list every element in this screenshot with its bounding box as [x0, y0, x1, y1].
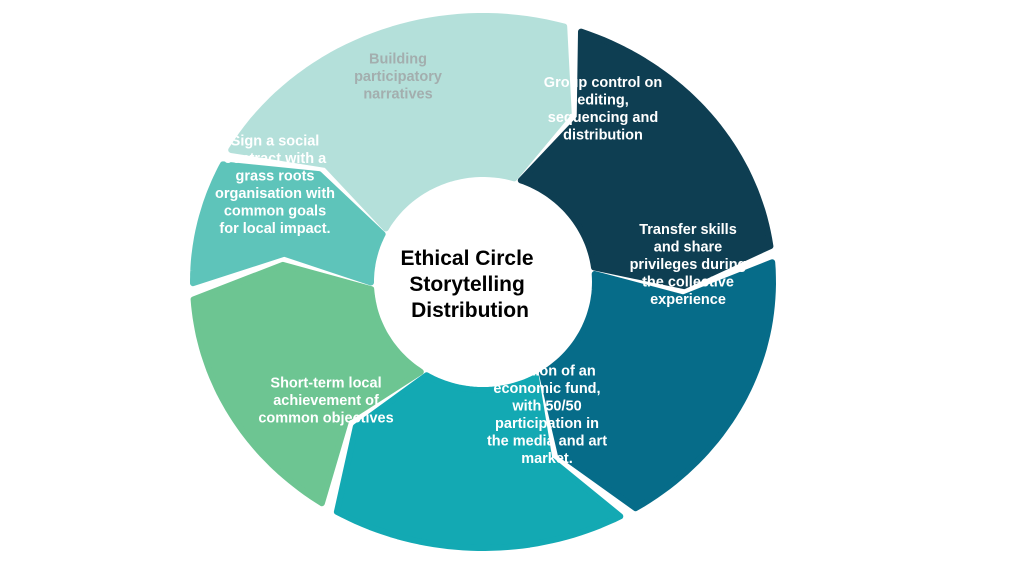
segment-label-line: common goals: [224, 203, 326, 219]
segment-group-control: [517, 28, 774, 290]
segment-short-term-achievement: [190, 261, 424, 507]
segment-label-line: Creation of an: [498, 363, 595, 379]
segment-transfer-skills: [538, 259, 776, 512]
segment-label-line: distribution: [563, 127, 643, 143]
center-title-line-2: Storytelling: [409, 273, 525, 296]
segment-label-line: Building: [369, 52, 427, 68]
segment-label-line: with 50/50: [511, 398, 581, 414]
segment-label-line: market.: [521, 451, 573, 467]
segment-label-line: grass roots: [236, 168, 315, 184]
segment-label-line: Short-term local: [270, 376, 381, 392]
segment-label-line: achievement of: [273, 393, 379, 409]
segment-label-line: experience: [650, 292, 726, 308]
segment-economic-fund: [333, 372, 624, 551]
segment-label-line: the collective: [642, 275, 734, 291]
segment-label-line: sequencing and: [548, 110, 658, 126]
segment-social-contract: [190, 161, 386, 287]
segments-layer: [190, 13, 776, 551]
segment-label-line: Sign a social: [231, 133, 320, 149]
segment-label-line: organisation with: [215, 186, 335, 202]
segment-label-line: Transfer skills: [639, 222, 737, 238]
segment-label-line: economic fund,: [493, 381, 600, 397]
segment-label-line: participation in: [495, 416, 599, 432]
segment-label-line: for local impact.: [219, 221, 330, 237]
segment-label-line: contract with a: [224, 151, 327, 167]
segment-label-line: narratives: [363, 87, 432, 103]
segment-label-line: Group control on: [544, 75, 662, 91]
segment-label-line: privileges during: [630, 257, 747, 273]
segment-label-line: the media and art: [487, 433, 607, 449]
segment-label-economic-fund: Creation of an economic fund,with 50/50 pa…: [487, 363, 607, 467]
center-title-line-1: Ethical Circle: [401, 247, 534, 270]
segment-building-participatory-narratives: [228, 13, 572, 232]
segment-label-line: editing,: [577, 92, 629, 108]
segment-label-line: participatory: [354, 69, 442, 85]
center-title: Ethical Circle Storytelling Distribution: [401, 247, 540, 322]
segment-label-line: common objectives: [258, 411, 393, 427]
center-title-line-3: Distribution: [411, 299, 529, 322]
segment-label-line: and share: [654, 240, 723, 256]
